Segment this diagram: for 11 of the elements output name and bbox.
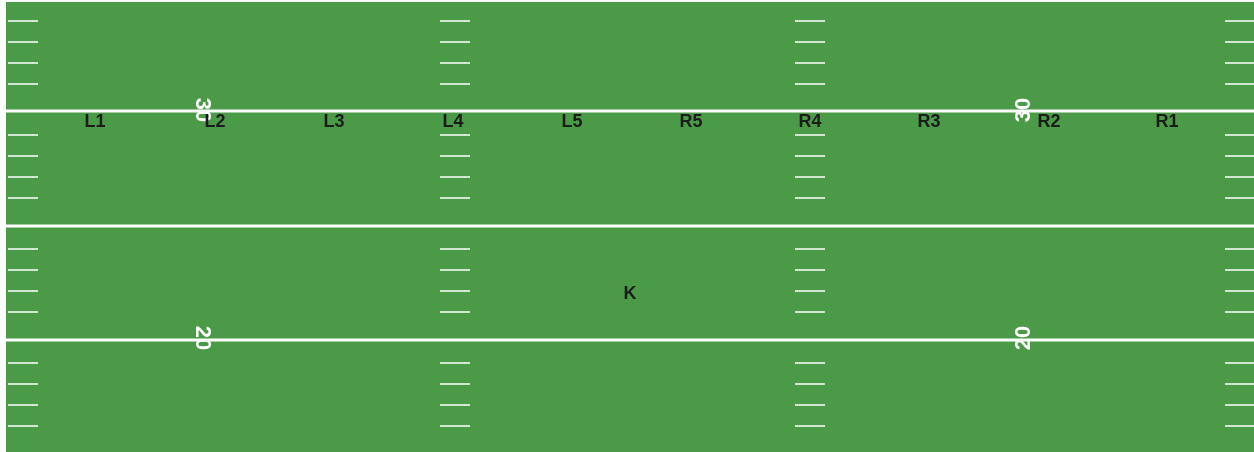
- player-label: R3: [917, 112, 941, 130]
- player-label: R5: [679, 112, 703, 130]
- player-label: R2: [1037, 112, 1061, 130]
- player-label: R4: [798, 112, 822, 130]
- player-label: L3: [323, 112, 345, 130]
- player-label: L1: [84, 112, 106, 130]
- player-label: K: [623, 284, 637, 302]
- player-label: L4: [442, 112, 464, 130]
- player-label: R1: [1155, 112, 1179, 130]
- yard-number: 30: [1012, 97, 1034, 123]
- player-label: L5: [561, 112, 583, 130]
